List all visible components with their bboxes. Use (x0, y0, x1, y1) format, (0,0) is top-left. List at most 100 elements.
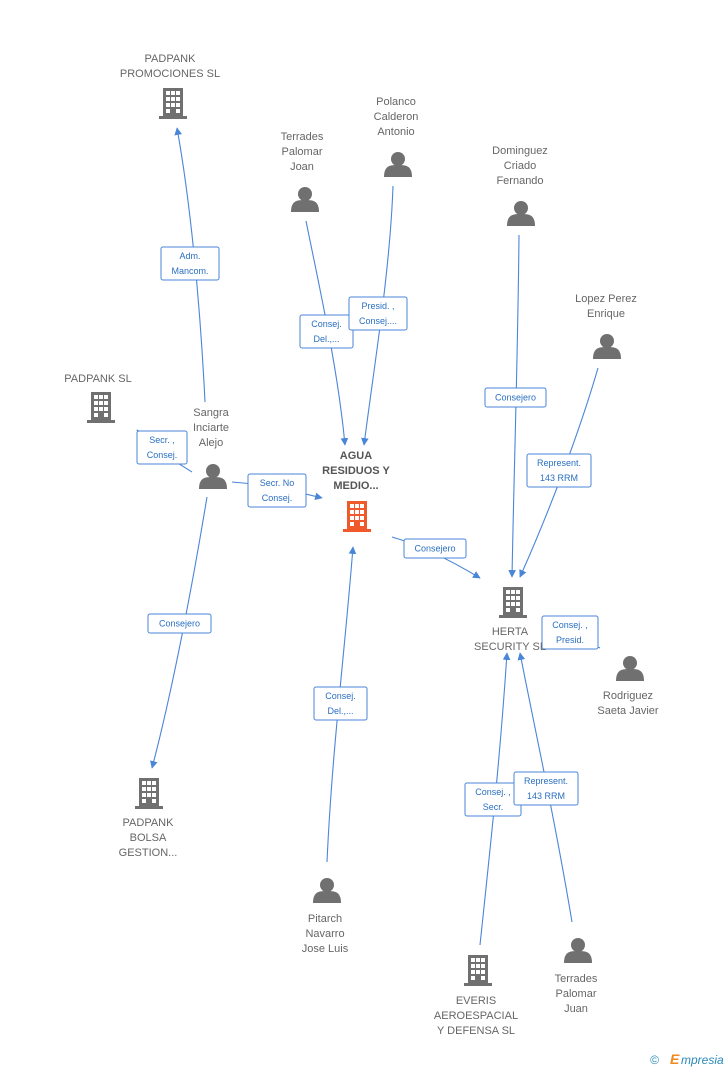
node-label: Y DEFENSA SL (437, 1025, 515, 1037)
edge-label-box[interactable] (147, 613, 212, 634)
edge-label-text: Secr. No (260, 478, 295, 488)
edge-label-text: Presid. (556, 635, 584, 645)
edge-label-e8[interactable]: Consejero (403, 538, 467, 559)
edge-label-e6[interactable]: Presid. ,Consej.... (348, 296, 408, 331)
edge-label-box[interactable] (348, 296, 408, 331)
edge-label-box[interactable] (526, 453, 592, 488)
edge-sangra-to-padpank_bolsa (150, 496, 208, 769)
node-padpank_bolsa[interactable]: PADPANK BOLSA GESTION... (119, 778, 178, 859)
node-label: Navarro (305, 928, 344, 940)
edge-label-text: Consejero (414, 544, 455, 554)
node-label: Rodriguez (603, 690, 653, 702)
node-label: Fernando (496, 175, 543, 187)
person-icon[interactable] (313, 878, 341, 903)
building-icon[interactable] (87, 392, 115, 423)
node-label: Antonio (377, 126, 414, 138)
node-label: Alejo (199, 437, 223, 449)
person-icon[interactable] (593, 334, 621, 359)
edge-label-e10[interactable]: Represent.143 RRM (526, 453, 592, 488)
node-label: PADPANK SL (64, 373, 131, 385)
edge-label-text: Secr. (483, 802, 504, 812)
edge-label-text: Presid. , (361, 301, 394, 311)
node-label: Inciarte (193, 422, 229, 434)
edge-label-box[interactable] (136, 430, 188, 465)
edge-label-text: Consej. (262, 493, 293, 503)
edge-dominguez-to-herta (508, 234, 520, 578)
node-label: PADPANK (123, 817, 175, 829)
node-label: Terrades (281, 131, 324, 143)
edge-label-text: Consejero (159, 619, 200, 629)
edge-label-box[interactable] (299, 314, 354, 349)
building-icon[interactable] (343, 501, 371, 532)
node-label: Saeta Javier (597, 705, 658, 717)
edge-label-e5[interactable]: Consej.Del.,... (299, 314, 354, 349)
edge-label-e1[interactable]: Adm. Mancom. (160, 246, 220, 281)
node-label: PADPANK (145, 53, 197, 65)
person-icon[interactable] (507, 201, 535, 226)
edge-label-text: Represent. (524, 776, 568, 786)
person-icon[interactable] (616, 656, 644, 681)
copyright-symbol: © (650, 1053, 659, 1067)
edge-label-e2[interactable]: Secr. ,Consej. (136, 430, 188, 465)
node-everis[interactable]: EVERIS AEROESPACIAL Y DEFENSA SL (434, 955, 518, 1037)
person-icon[interactable] (291, 187, 319, 212)
edge-label-e9[interactable]: Consejero (484, 387, 547, 408)
node-label: Pitarch (308, 913, 342, 925)
node-label: GESTION... (119, 847, 178, 859)
brand-logo-e: E (670, 1051, 680, 1067)
edge-label-text: Adm. (179, 251, 200, 261)
node-label: Terrades (555, 973, 598, 985)
person-icon[interactable] (199, 464, 227, 489)
building-icon[interactable] (464, 955, 492, 986)
building-icon[interactable] (159, 88, 187, 119)
edge-label-box[interactable] (247, 473, 307, 508)
edge-label-box[interactable] (403, 538, 467, 559)
edge-label-text: Mancom. (171, 266, 208, 276)
building-icon[interactable] (499, 587, 527, 618)
node-padpank_sl[interactable]: PADPANK SL (64, 373, 132, 423)
node-label: RESIDUOS Y (322, 465, 390, 477)
node-label: BOLSA (130, 832, 167, 844)
edge-label-text: Secr. , (149, 435, 175, 445)
brand-footer: © E mpresia (650, 1051, 724, 1067)
edge-label-box[interactable] (513, 771, 579, 806)
edge-label-e7[interactable]: Consej.Del.,... (313, 686, 368, 721)
person-icon[interactable] (564, 938, 592, 963)
person-icon[interactable] (384, 152, 412, 177)
brand-name: mpresia (681, 1053, 724, 1067)
edge-label-e12[interactable]: Consej. ,Secr. (464, 782, 522, 817)
edge-label-e11[interactable]: Consej. ,Presid. (541, 615, 599, 650)
edge-label-box[interactable] (541, 615, 599, 650)
edge-label-box[interactable] (484, 387, 547, 408)
edge-labels-layer: Adm.Mancom.Secr. ,Consej.Secr. NoConsej.… (136, 246, 599, 817)
edge-label-box[interactable] (313, 686, 368, 721)
building-icon[interactable] (135, 778, 163, 809)
edge-label-box[interactable] (160, 246, 220, 281)
edge-label-e4[interactable]: Consejero (147, 613, 212, 634)
edge-label-text: 143 RRM (540, 473, 578, 483)
node-label: Palomar (556, 988, 597, 1000)
node-label: Enrique (587, 308, 625, 320)
edge-label-text: Consej. (311, 319, 342, 329)
node-label: AGUA (340, 450, 372, 462)
node-label: HERTA (492, 626, 529, 638)
node-label: Calderon (374, 111, 419, 123)
node-label: Polanco (376, 96, 416, 108)
edge-label-e3[interactable]: Secr. No Consej. (247, 473, 307, 508)
node-label: AEROESPACIAL (434, 1010, 518, 1022)
edge-label-e13[interactable]: Represent.143 RRM (513, 771, 579, 806)
node-label: EVERIS (456, 995, 496, 1007)
